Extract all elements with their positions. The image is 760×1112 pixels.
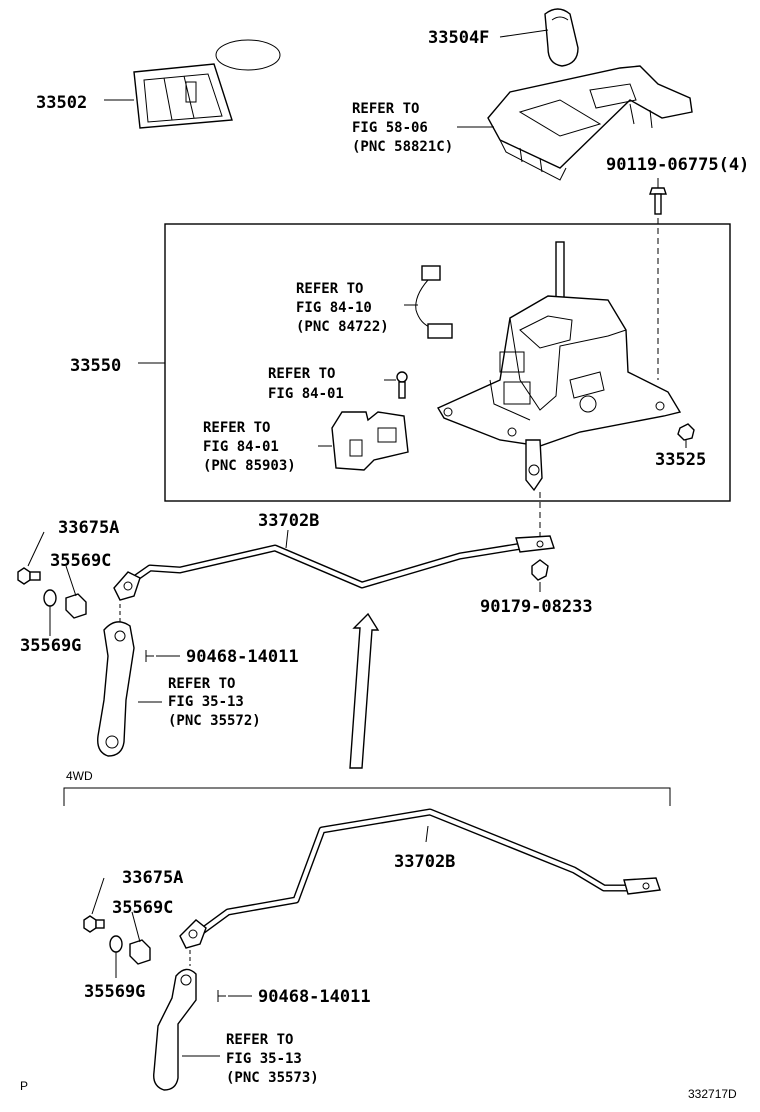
washer-35569G-top bbox=[43, 589, 57, 636]
shift-knob bbox=[499, 8, 579, 67]
svg-text:FIG 84-10: FIG 84-10 bbox=[296, 300, 372, 316]
svg-text:(PNC 84722): (PNC 84722) bbox=[296, 319, 389, 335]
ref-switch: REFER TO FIG 84-10 (PNC 84722) bbox=[296, 281, 389, 335]
part-35569C-top: 35569C bbox=[50, 551, 111, 571]
ref-lever-bottom: REFER TO FIG 35-13 (PNC 35573) bbox=[226, 1032, 319, 1086]
part-90179-08233: 90179-08233 bbox=[480, 597, 593, 617]
part-33502: 33502 bbox=[36, 93, 87, 113]
svg-text:REFER TO: REFER TO bbox=[296, 281, 363, 297]
svg-text:FIG 84-01: FIG 84-01 bbox=[203, 439, 279, 455]
bushing-35569C-top bbox=[65, 565, 87, 619]
bushing-35569C-bottom bbox=[129, 911, 151, 965]
washer-35569G-bottom bbox=[109, 935, 123, 978]
svg-text:(PNC 58821C): (PNC 58821C) bbox=[352, 139, 453, 155]
bolt-90119 bbox=[649, 178, 667, 380]
variant-label-4wd: 4WD bbox=[66, 769, 93, 783]
corner-mark: P bbox=[20, 1079, 28, 1093]
nut-33525 bbox=[677, 423, 695, 448]
bolt-33675A-top bbox=[17, 531, 45, 585]
svg-text:(PNC 85903): (PNC 85903) bbox=[203, 458, 296, 474]
shift-lever-top bbox=[97, 604, 162, 757]
variant-bracket bbox=[63, 787, 671, 806]
part-90468-14011-top: 90468-14011 bbox=[186, 647, 299, 667]
switch-connector bbox=[404, 265, 453, 339]
svg-text:REFER TO: REFER TO bbox=[168, 676, 235, 692]
shift-console-bezel bbox=[457, 65, 693, 181]
svg-text:REFER TO: REFER TO bbox=[352, 101, 419, 117]
clip-90468-top bbox=[145, 650, 180, 662]
indicator-plate bbox=[104, 39, 281, 129]
part-35569G-top: 35569G bbox=[20, 636, 81, 656]
svg-text:REFER TO: REFER TO bbox=[203, 420, 270, 436]
part-33675A-bottom: 33675A bbox=[122, 868, 183, 888]
ref-lever-top: REFER TO FIG 35-13 (PNC 35572) bbox=[168, 676, 261, 729]
part-33525: 33525 bbox=[655, 450, 706, 470]
part-90119-06775: 90119-06775(4) bbox=[606, 155, 749, 175]
part-33550: 33550 bbox=[70, 356, 121, 376]
part-90468-14011-bottom: 90468-14011 bbox=[258, 987, 371, 1007]
part-33675A-top: 33675A bbox=[58, 518, 119, 538]
part-33702B-bottom: 33702B bbox=[394, 852, 455, 872]
svg-text:FIG 84-01: FIG 84-01 bbox=[268, 386, 344, 402]
bolt-33675A-bottom bbox=[83, 877, 105, 933]
svg-text:REFER TO: REFER TO bbox=[226, 1032, 293, 1048]
nut-90179 bbox=[531, 559, 549, 592]
part-33702B-top: 33702B bbox=[258, 511, 319, 531]
clip-90468-bottom bbox=[217, 990, 252, 1002]
svg-text:REFER TO: REFER TO bbox=[268, 366, 335, 382]
svg-text:(PNC 35573): (PNC 35573) bbox=[226, 1070, 319, 1086]
ref-console: REFER TO FIG 58-06 (PNC 58821C) bbox=[352, 101, 453, 155]
ref-connector: REFER TO FIG 84-01 (PNC 85903) bbox=[203, 420, 296, 474]
svg-text:(PNC 35572): (PNC 35572) bbox=[168, 713, 261, 729]
screw bbox=[384, 371, 408, 399]
connector-block bbox=[318, 411, 409, 471]
arrow-up-icon bbox=[349, 612, 380, 769]
part-33504F: 33504F bbox=[428, 28, 489, 48]
shift-rod-top bbox=[113, 529, 555, 601]
shift-lever-housing bbox=[436, 241, 682, 548]
figure-code: 332717D bbox=[688, 1087, 737, 1101]
svg-text:FIG 35-13: FIG 35-13 bbox=[226, 1051, 302, 1067]
svg-text:FIG 35-13: FIG 35-13 bbox=[168, 694, 244, 710]
part-35569G-bottom: 35569G bbox=[84, 982, 145, 1002]
part-35569C-bottom: 35569C bbox=[112, 898, 173, 918]
shift-lever-bottom bbox=[153, 950, 220, 1091]
shift-rod-bottom bbox=[179, 808, 661, 949]
ref-screw: REFER TO FIG 84-01 bbox=[268, 366, 344, 402]
svg-text:FIG 58-06: FIG 58-06 bbox=[352, 120, 428, 136]
